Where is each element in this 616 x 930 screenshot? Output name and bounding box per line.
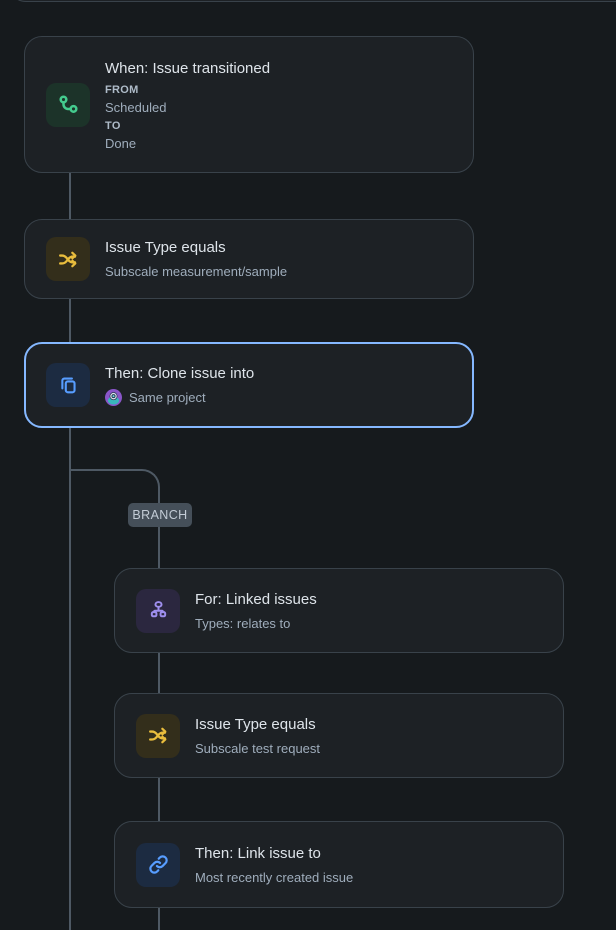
card-text: Then: Link issue to Most recently create… xyxy=(195,844,353,886)
org-chart-icon xyxy=(136,588,180,633)
card-title: For: Linked issues xyxy=(195,590,317,608)
card-subtitle: Same project xyxy=(105,389,254,406)
card-subtitle: Subscale test request xyxy=(195,740,321,756)
detail-value-from: Scheduled xyxy=(105,99,167,115)
card-text: Issue Type equals Subscale measurement/s… xyxy=(105,238,287,280)
link-icon xyxy=(136,842,180,887)
card-title: Then: Clone issue into xyxy=(105,365,255,382)
rule-node-action-link-issue[interactable]: Then: Link issue to Most recently create… xyxy=(114,821,564,908)
card-title: Issue Type equals xyxy=(195,715,316,733)
card-text: Issue Type equals Subscale test request xyxy=(195,715,320,757)
detail-label-to: TO xyxy=(105,119,121,132)
card-subtitle: Subscale measurement/sample xyxy=(105,264,288,279)
card-text: When: Issue transitioned FROM Scheduled … xyxy=(105,59,270,151)
clone-icon xyxy=(46,363,90,407)
rule-node-branch-linked-issues[interactable]: For: Linked issues Types: relates to xyxy=(114,568,564,653)
card-text: Then: Clone issue into Same project xyxy=(105,364,254,406)
connector-main-line xyxy=(69,173,71,930)
rule-node-action-clone-issue[interactable]: Then: Clone issue into Same project xyxy=(24,342,474,428)
rule-node-trigger-issue-transitioned[interactable]: When: Issue transitioned FROM Scheduled … xyxy=(24,36,474,173)
shuffle-icon xyxy=(136,713,180,758)
shuffle-icon xyxy=(46,237,90,281)
card-title: When: Issue transitioned xyxy=(105,59,271,77)
rule-node-condition-issue-type[interactable]: Issue Type equals Subscale measurement/s… xyxy=(24,219,474,299)
card-subtitle-text: Same project xyxy=(129,390,206,405)
rule-node-condition-issue-type-2[interactable]: Issue Type equals Subscale test request xyxy=(114,693,564,778)
project-avatar xyxy=(105,389,122,406)
card-title: Issue Type equals xyxy=(105,239,226,256)
card-title: Then: Link issue to xyxy=(195,844,321,862)
card-subtitle: Most recently created issue xyxy=(195,869,354,885)
card-text: For: Linked issues Types: relates to xyxy=(195,590,317,632)
detail-value-to: Done xyxy=(105,135,137,151)
detail-label-from: FROM xyxy=(105,83,139,96)
partial-card-top[interactable] xyxy=(8,0,616,2)
branch-badge: BRANCH xyxy=(128,503,192,527)
card-subtitle: Types: relates to xyxy=(195,615,291,631)
transition-icon xyxy=(46,82,90,127)
